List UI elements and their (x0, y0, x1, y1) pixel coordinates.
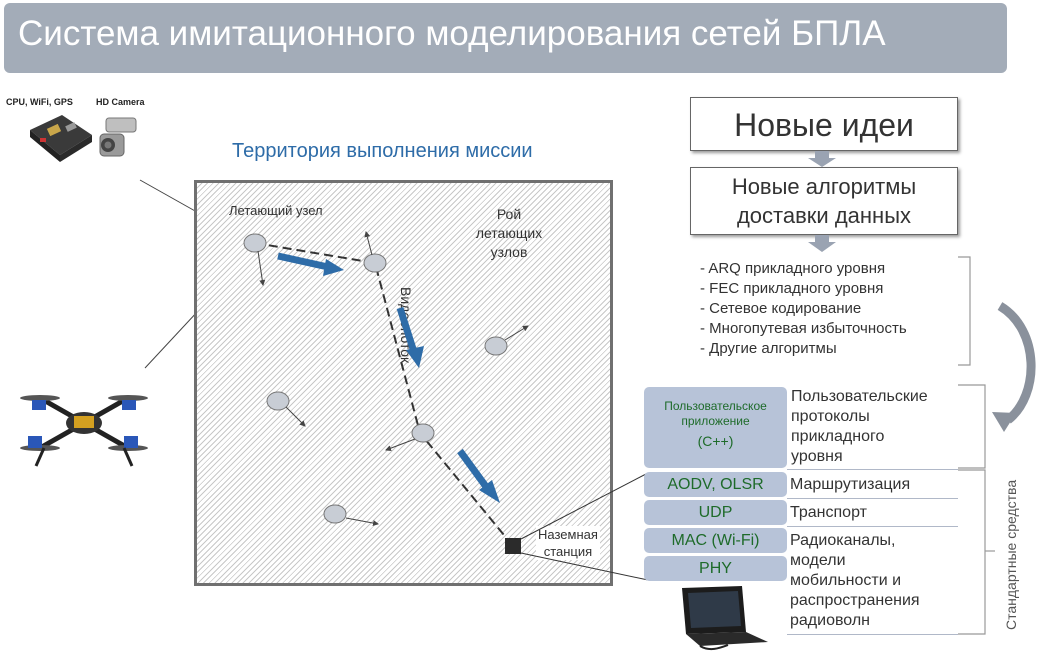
swarm-node (266, 391, 306, 427)
standard-bracket (958, 469, 986, 635)
standard-tools-label: Стандартные средства (1003, 479, 1019, 630)
app-layer-desc-line: протоколы (791, 408, 870, 425)
swarm-node (323, 504, 379, 527)
phy-layer-box: PHY (644, 556, 787, 581)
radio-layer-desc-line: модели (790, 552, 846, 569)
radio-layer-desc-line: распространения (790, 592, 920, 609)
new-algorithms-line: доставки данных (736, 203, 912, 228)
video-path-line (254, 242, 514, 547)
radio-layer-desc-line: мобильности и (790, 572, 902, 589)
board-label: CPU, WiFi, GPS (6, 97, 73, 107)
swarm-node (363, 231, 387, 273)
algorithms-bracket (958, 256, 971, 366)
swarm-label-line: Рой (496, 206, 522, 222)
ground-station-label-line: станция (543, 544, 593, 559)
user-app-lang: (C++) (697, 433, 734, 449)
new-ideas-box: Новые идеи (690, 97, 958, 151)
algorithm-item: - Многопутевая избыточность (700, 320, 907, 337)
cpu-board-icon (30, 115, 92, 162)
stream-arrow-1 (277, 252, 344, 276)
stream-arrow-3 (457, 448, 500, 503)
swarm-label-line: узлов (490, 244, 528, 260)
flying-node (243, 233, 267, 286)
swarm-node (385, 423, 435, 452)
camera-icon (99, 117, 137, 157)
ground-station-label-line: Наземная (538, 527, 598, 542)
drone-icon (20, 395, 148, 467)
swarm-label: Рой летающих узлов (462, 205, 556, 262)
new-algorithms-box: Новые алгоритмы доставки данных (690, 167, 958, 235)
app-layer-desc-line: Пользовательские (791, 388, 928, 405)
station-to-stack-line (520, 473, 647, 540)
transport-layer-box: UDP (644, 500, 787, 525)
transport-layer-desc: Транспорт (790, 504, 867, 521)
down-arrow-icon (808, 151, 836, 167)
curved-arrow-head-icon (992, 412, 1016, 432)
algorithms-list: - ARQ прикладного уровня - FEC прикладно… (700, 259, 907, 359)
app-layer-desc: Пользовательские протоколы прикладного у… (791, 387, 928, 467)
app-bracket (958, 384, 986, 469)
mac-layer-box: MAC (Wi-Fi) (644, 528, 787, 553)
swarm-label-line: летающих (475, 225, 543, 241)
radio-layer-desc-line: Радиоканалы, (790, 532, 896, 549)
user-app-box: Пользовательское приложение (C++) (644, 387, 787, 468)
routing-layer-box: AODV, OLSR (644, 472, 787, 497)
flying-node-label: Летающий узел (229, 203, 323, 218)
routing-layer-desc: Маршрутизация (790, 476, 911, 493)
curved-arrow-icon (997, 302, 1036, 424)
app-layer-desc-line: прикладного (791, 428, 885, 445)
camera-label: HD Camera (96, 97, 145, 107)
laptop-icon (682, 586, 768, 651)
radio-layer-desc: Радиоканалы, модели мобильности и распро… (790, 531, 920, 631)
swarm-node (484, 325, 529, 356)
algorithm-item: - ARQ прикладного уровня (700, 260, 886, 277)
ground-station-label: Наземная станция (536, 526, 600, 560)
user-app-line: Пользовательское (664, 399, 767, 413)
algorithm-item: - Сетевое кодирование (700, 300, 862, 317)
algorithm-item: - FEC прикладного уровня (700, 280, 884, 297)
territory-title: Территория выполнения миссии (232, 140, 533, 162)
radio-layer-desc-line: радиоволн (790, 612, 871, 629)
station-to-laptop-line (520, 552, 649, 581)
new-algorithms-line: Новые алгоритмы (731, 174, 917, 199)
ground-station-icon (505, 538, 521, 554)
page-title: Система имитационного моделирования сете… (18, 14, 886, 53)
title-bar (4, 3, 1007, 73)
algorithm-item: - Другие алгоритмы (700, 340, 837, 357)
stream-arrow-2 (396, 306, 424, 368)
user-app-line: приложение (681, 414, 750, 428)
app-layer-desc-line: уровня (791, 448, 843, 465)
down-arrow-icon (808, 235, 836, 252)
